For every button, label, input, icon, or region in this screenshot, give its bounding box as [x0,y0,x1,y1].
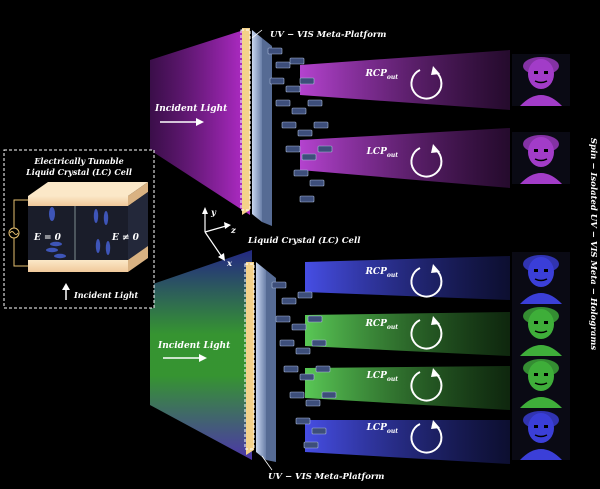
output-label-main: LCP [366,147,387,157]
lc-cell-label: Liquid Crystal (LC) Cell [247,235,361,246]
output-label: LCPout [366,371,399,383]
circular-arrow-icon [410,144,443,178]
axis-y-label: y [210,208,217,218]
hologram-portrait-image [512,304,570,356]
platform-pointer-bottom [261,455,273,471]
incident-light-bottom-label: Incident Light [157,341,231,351]
axis-x-label: x [226,259,233,269]
hologram-portrait-image [512,356,570,408]
output-label-sub: out [387,74,398,81]
lc-cell-inset: Electrically Tunable Liquid Crystal (LC)… [3,149,155,309]
inset-incident-arrow [62,283,70,300]
lc-glass-top [242,28,250,215]
circular-arrow-icon [410,264,443,298]
meta-platform-top-face [262,38,272,226]
output-label-sub: out [387,376,398,383]
output-label: RCPout [364,319,398,331]
circular-arrow-icon [410,420,443,454]
output-beam-bottom-1 [305,256,510,300]
voltage-source-icon [8,199,28,267]
inset-incident-label: Incident Light [73,290,139,300]
meta-platform-top-label: UV − VIS Meta-Platform [270,30,386,40]
output-label-main: RCP [364,69,387,79]
holograms-group [512,54,570,460]
output-label-main: RCP [364,267,387,277]
output-beam-bottom-3 [305,366,510,410]
incident-arrow-bottom [163,354,207,362]
output-beam-top-rcp [300,50,510,110]
incident-arrow-top [160,118,204,126]
output-label: LCPout [366,147,399,159]
meta-platform-bottom [256,262,266,460]
output-beam-bottom-4 [305,420,510,464]
output-label: RCPout [364,267,398,279]
meta-platform-bottom-label: UV − VIS Meta-Platform [268,472,384,482]
platform-pointer-top [251,29,263,39]
bottom-section [150,250,510,471]
output-label-sub: out [387,324,398,331]
circular-arrow-icon [410,368,443,402]
lc-dashed-box-bottom [244,263,255,450]
inset-top-plate [28,182,148,196]
hologram-portrait-image [512,54,570,106]
side-title: Spin − Isolated UV − VIS Meta − Hologram… [588,138,598,350]
lc-molecules [46,207,111,259]
nanopillars-bottom [271,281,337,449]
output-label-main: LCP [366,371,387,381]
inset-lc-layer [28,206,128,260]
output-label-main: RCP [364,319,387,329]
lc-glass-bottom [246,262,254,455]
incident-light-top-label: Incident Light [154,104,228,114]
top-section [150,28,510,226]
inset-e-zero: E = 0 [33,233,62,243]
output-label-main: LCP [366,423,387,433]
output-label-sub: out [387,152,398,159]
output-label-sub: out [387,272,398,279]
inset-top-plate-front [28,196,128,206]
meta-platform-top [252,30,262,222]
nanopillars-top [267,47,333,203]
output-label: RCPout [364,69,398,81]
inset-bottom-plate [28,260,128,272]
inset-title-line1: Electrically Tunable [33,156,123,166]
lc-dashed-box-top [240,29,251,211]
output-beam-bottom-2 [305,312,510,356]
inset-title-line2: Liquid Crystal (LC) Cell [25,167,132,177]
hologram-portrait-image [512,132,570,184]
meta-platform-bottom-face [266,270,276,462]
hologram-portrait-image [512,408,570,460]
output-label-sub: out [387,428,398,435]
axes-icon [202,207,231,261]
output-beam-top-lcp [300,128,510,188]
hologram-portrait-image [512,252,570,304]
circular-arrow-icon [410,66,443,100]
circular-arrow-icon [410,316,443,350]
axis-z-label: z [230,226,236,236]
output-label: LCPout [366,423,399,435]
inset-e-nonzero: E ≠ 0 [111,233,140,243]
